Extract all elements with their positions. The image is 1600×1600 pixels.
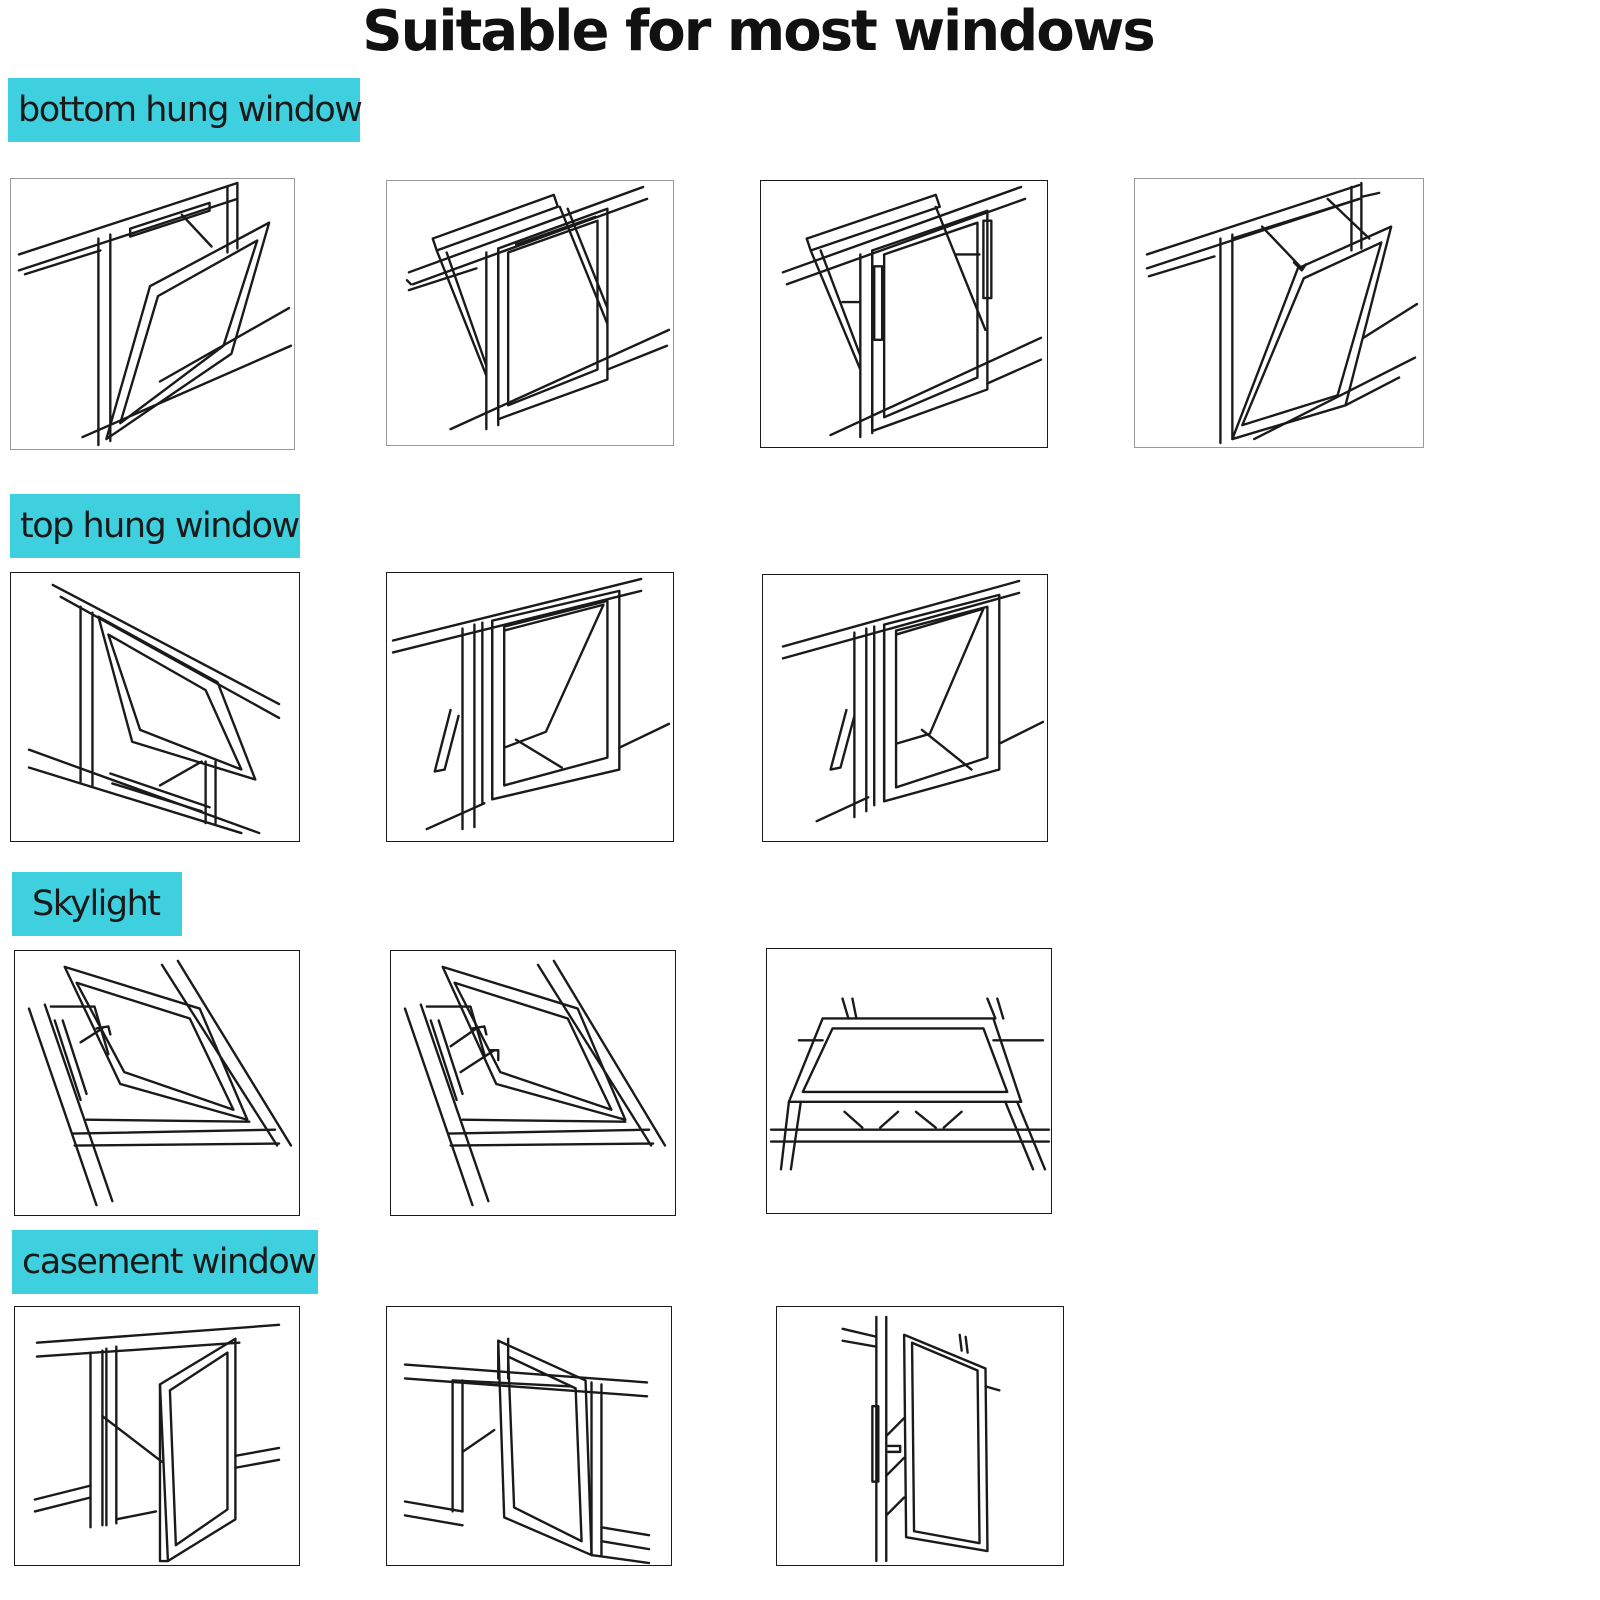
bottom-hung-illustration-1	[10, 178, 295, 450]
section-label-top-hung: top hung window	[10, 494, 300, 558]
section-label-skylight: Skylight	[12, 872, 182, 936]
top-hung-illustration-2	[386, 572, 674, 842]
bottom-hung-illustration-4	[1134, 178, 1424, 448]
bottom-hung-illustration-3	[760, 180, 1048, 448]
casement-illustration-3	[776, 1306, 1064, 1566]
bottom-hung-illustration-2	[386, 180, 674, 446]
skylight-illustration-3	[766, 948, 1052, 1214]
skylight-illustration-1	[14, 950, 300, 1216]
section-label-bottom-hung: bottom hung window	[8, 78, 363, 142]
top-hung-illustration-3	[762, 574, 1048, 842]
casement-illustration-2	[386, 1306, 672, 1566]
top-hung-illustration-1	[10, 572, 300, 842]
section-label-casement: casement window	[12, 1230, 318, 1294]
casement-illustration-1	[14, 1306, 300, 1566]
page-title: Suitable for most windows	[362, 0, 1156, 64]
skylight-illustration-2	[390, 950, 676, 1216]
